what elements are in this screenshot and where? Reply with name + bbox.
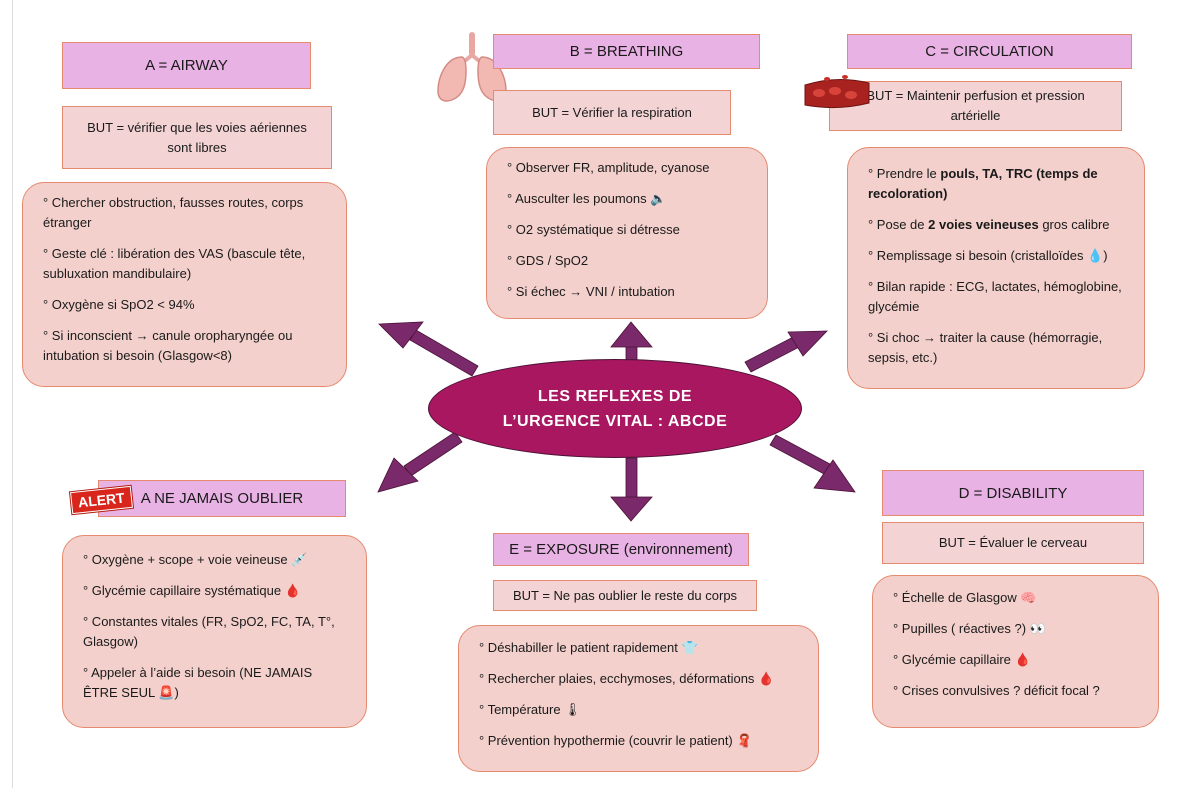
arrow-to-breathing	[610, 321, 653, 363]
list-item: ° Geste clé : libération des VAS (bascul…	[43, 246, 306, 281]
list-item: ° O2 systématique si détresse	[507, 222, 680, 237]
list-item: ° Glycémie capillaire 🩸	[893, 652, 1031, 667]
breathing-title: B = BREATHING	[493, 34, 760, 69]
list-item: ° Déshabiller le patient rapidement 👕	[479, 640, 698, 655]
arrow-to-never-forget	[377, 431, 463, 493]
disability-actions-list: ° Échelle de Glasgow 🧠 ° Pupilles ( réac…	[872, 575, 1159, 728]
center-title-line2: L’URGENCE VITAL : ABCDE	[502, 412, 728, 430]
list-item: ° Appeler à l’aide si besoin (NE JAMAIS …	[83, 665, 313, 700]
page-left-border	[12, 0, 13, 788]
list-item: ° Ausculter les poumons 🔈	[507, 191, 667, 206]
breathing-actions-list: ° Observer FR, amplitude, cyanose ° Ausc…	[486, 147, 768, 319]
list-item: ° Prévention hypothermie (couvrir le pat…	[479, 733, 753, 748]
blood-vessel-icon	[804, 75, 870, 109]
airway-goal: BUT = vérifier que les voies aériennes s…	[62, 106, 332, 169]
arrow-to-exposure	[610, 457, 653, 522]
circulation-goal: BUT = Maintenir perfusion et pression ar…	[829, 81, 1122, 131]
list-item: ° Rechercher plaies, ecchymoses, déforma…	[479, 671, 775, 686]
exposure-goal: BUT = Ne pas oublier le reste du corps	[493, 580, 757, 611]
circulation-actions-list: ° Prendre le pouls, TA, TRC (temps de re…	[847, 147, 1145, 389]
list-item: ° Observer FR, amplitude, cyanose	[507, 160, 710, 175]
list-item: ° Si inconscient → canule oropharyngée o…	[43, 328, 293, 363]
exposure-title: E = EXPOSURE (environnement)	[493, 533, 749, 566]
list-item: ° Crises convulsives ? déficit focal ?	[893, 683, 1100, 698]
list-item: ° Température 🌡	[479, 702, 581, 717]
list-item: ° Constantes vitales (FR, SpO2, FC, TA, …	[83, 614, 335, 649]
center-title-line1: LES REFLEXES DE	[537, 387, 693, 405]
breathing-goal: BUT = Vérifier la respiration	[493, 90, 731, 135]
list-item: ° Oxygène + scope + voie veineuse 💉	[83, 552, 308, 567]
airway-title: A = AIRWAY	[62, 42, 311, 89]
list-item: ° Glycémie capillaire systématique 🩸	[83, 583, 301, 598]
list-item: ° Bilan rapide : ECG, lactates, hémoglob…	[868, 279, 1122, 314]
list-item: ° Oxygène si SpO2 < 94%	[43, 297, 195, 312]
disability-goal: BUT = Évaluer le cerveau	[882, 522, 1144, 564]
circulation-title: C = CIRCULATION	[847, 34, 1132, 69]
list-item: ° Si échec → VNI / intubation	[507, 284, 675, 299]
list-item: ° Remplissage si besoin (cristalloïdes 💧…	[868, 248, 1108, 263]
list-item: ° Pose de 2 voies veineuses gros calibre	[868, 217, 1110, 232]
list-item: ° Prendre le pouls, TA, TRC (temps de re…	[868, 166, 1098, 201]
list-item: ° Pupilles ( réactives ?) 👀	[893, 621, 1046, 636]
never-forget-title: A NE JAMAIS OUBLIER	[98, 480, 346, 517]
arrow-to-circulation	[744, 330, 828, 373]
list-item: ° Si choc → traiter la cause (hémorragie…	[868, 330, 1103, 365]
list-item: ° GDS / SpO2	[507, 253, 589, 268]
center-title-ellipse: LES REFLEXES DE L’URGENCE VITAL : ABCDE	[428, 359, 802, 458]
arrow-to-airway	[378, 321, 479, 377]
exposure-actions-list: ° Déshabiller le patient rapidement 👕 ° …	[458, 625, 819, 772]
list-item: ° Échelle de Glasgow 🧠	[893, 590, 1037, 605]
airway-actions-list: ° Chercher obstruction, fausses routes, …	[22, 182, 347, 387]
never-forget-list: ° Oxygène + scope + voie veineuse 💉 ° Gl…	[62, 535, 367, 728]
disability-title: D = DISABILITY	[882, 470, 1144, 516]
list-item: ° Chercher obstruction, fausses routes, …	[43, 195, 304, 230]
arrow-to-disability	[769, 434, 856, 493]
